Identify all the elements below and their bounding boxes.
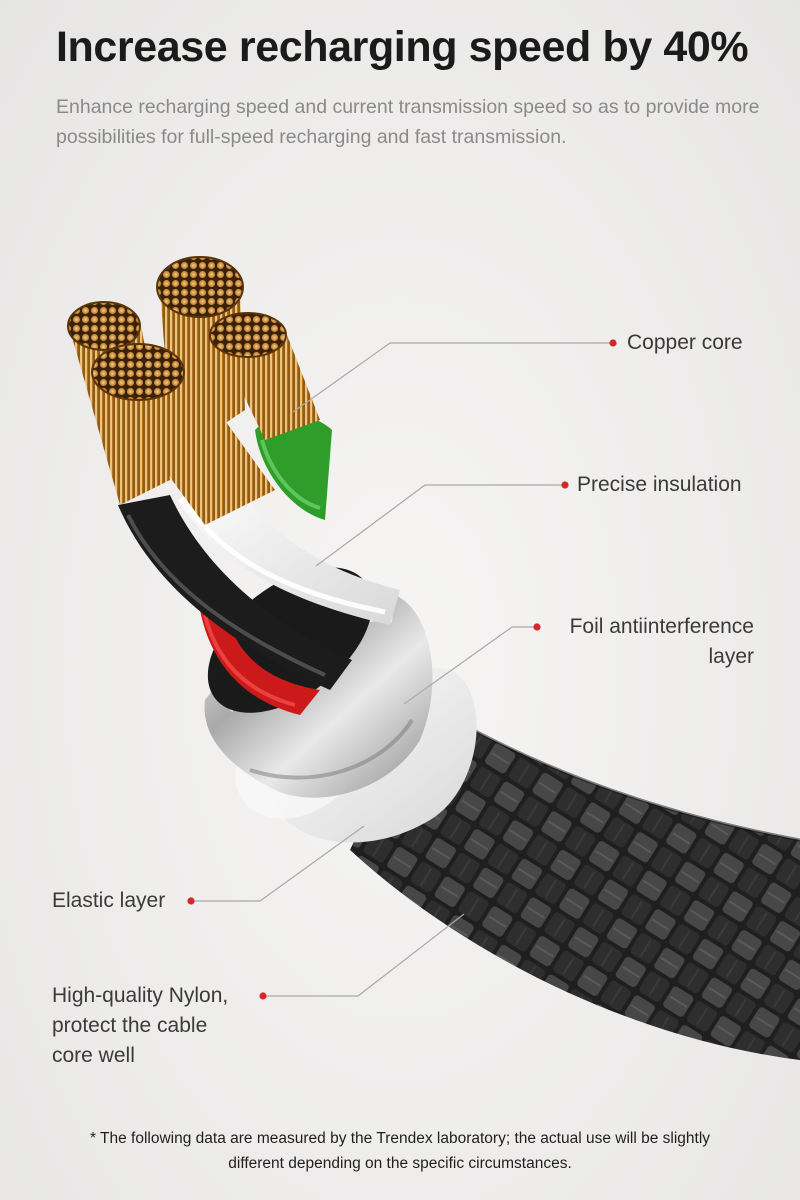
dot-elastic-layer [187,897,195,905]
callout-dots [187,339,617,1000]
label-elastic-layer: Elastic layer [52,889,166,912]
footnote-line2: different depending on the specific circ… [228,1155,572,1172]
dot-nylon [259,992,267,1000]
label-nylon-line1: High-quality Nylon, [52,984,229,1007]
label-foil-layer: Foil antiinterference layer [570,612,754,672]
dot-copper-core [609,339,617,347]
label-foil-layer-line2: layer [708,645,754,668]
label-nylon: High-quality Nylon, protect the cable co… [52,981,228,1071]
green-wire [255,415,332,520]
footnote-line1: * The following data are measured by the… [89,1130,711,1147]
label-precise-insulation: Precise insulation [577,473,742,496]
black-wire [118,495,352,690]
label-foil-layer-line1: Foil antiinterference [569,615,754,638]
headline: Increase recharging speed by 40% [56,23,749,71]
label-nylon-line3: core well [52,1044,135,1067]
leader-nylon [264,913,465,997]
leader-elastic-layer [192,825,365,902]
label-nylon-line2: protect the cable [52,1014,208,1037]
copper-core [67,256,320,525]
footnote: * The following data are measured by the… [20,1126,780,1176]
red-wire [200,610,320,715]
label-copper-core: Copper core [627,331,743,354]
dot-foil-layer [533,623,541,631]
subtext: Enhance recharging speed and current tra… [56,96,760,148]
dot-precise-insulation [561,481,569,489]
leader-foil-layer [403,626,536,705]
leader-lines [192,342,612,997]
leader-precise-insulation [315,484,564,567]
leader-copper-core [292,342,612,413]
